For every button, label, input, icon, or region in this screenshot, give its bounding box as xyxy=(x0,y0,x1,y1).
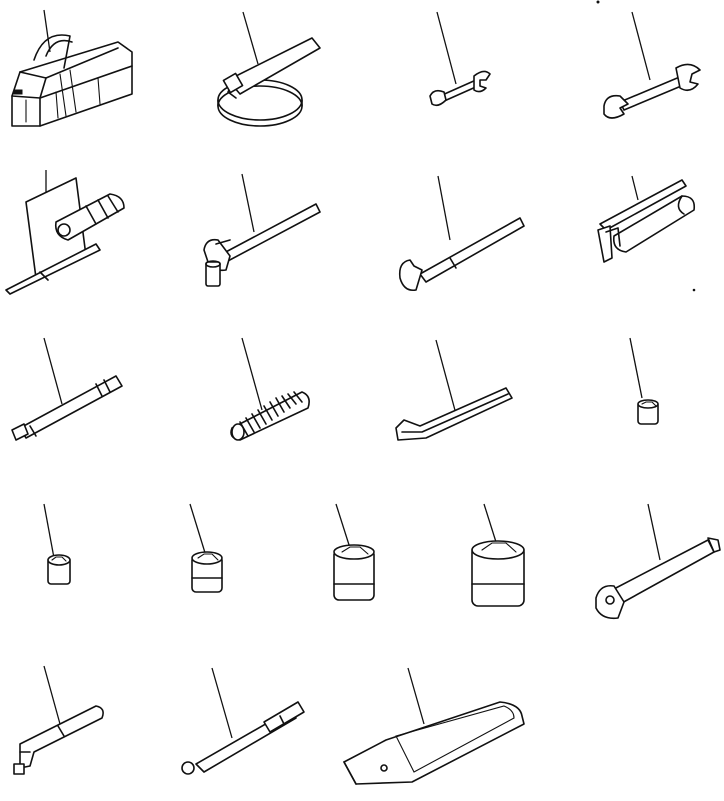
leader-line xyxy=(43,665,61,725)
grease-gun-icon xyxy=(597,175,696,263)
leader-line xyxy=(483,503,497,543)
socket-17-icon xyxy=(333,503,375,601)
leader-line xyxy=(437,175,451,241)
pry-bar-icon xyxy=(398,175,525,292)
spring-icon xyxy=(230,337,310,441)
leader-line xyxy=(43,503,55,559)
leader-line xyxy=(242,11,259,65)
l-handle-wrench-icon xyxy=(13,665,104,775)
tool-bag-icon xyxy=(11,9,133,127)
small-socket-icon xyxy=(629,337,659,425)
socket-10-icon xyxy=(43,503,71,585)
leader-line xyxy=(189,503,207,557)
hex-key-icon xyxy=(395,339,513,441)
leader-line xyxy=(631,11,651,81)
socket-22-icon xyxy=(471,503,525,607)
box-wrench-handle-icon xyxy=(595,503,721,620)
leader-line xyxy=(631,175,639,201)
artifact-dot xyxy=(692,288,696,292)
leader-line xyxy=(335,503,351,549)
leader-line xyxy=(43,337,63,405)
extension-bar-icon xyxy=(11,337,123,441)
leader-line xyxy=(407,667,425,725)
small-open-end-wrench-icon xyxy=(429,11,491,107)
artifact-dot xyxy=(596,0,600,4)
ratchet-handle-icon xyxy=(181,667,305,775)
leader-line xyxy=(647,503,661,561)
hammer-icon xyxy=(203,173,321,287)
large-open-end-wrench-icon xyxy=(603,11,701,119)
socket-13-icon xyxy=(189,503,223,593)
leader-line xyxy=(436,11,457,85)
tool-pouch-icon xyxy=(343,667,525,785)
filter-band-wrench-icon xyxy=(217,11,321,127)
leader-line xyxy=(241,337,263,411)
leader-line xyxy=(211,667,233,739)
leader-line xyxy=(43,9,51,53)
leader-line xyxy=(241,173,255,233)
leader-line xyxy=(629,337,643,399)
screwdriver-set-icon xyxy=(5,170,125,295)
leader-line xyxy=(435,339,457,415)
